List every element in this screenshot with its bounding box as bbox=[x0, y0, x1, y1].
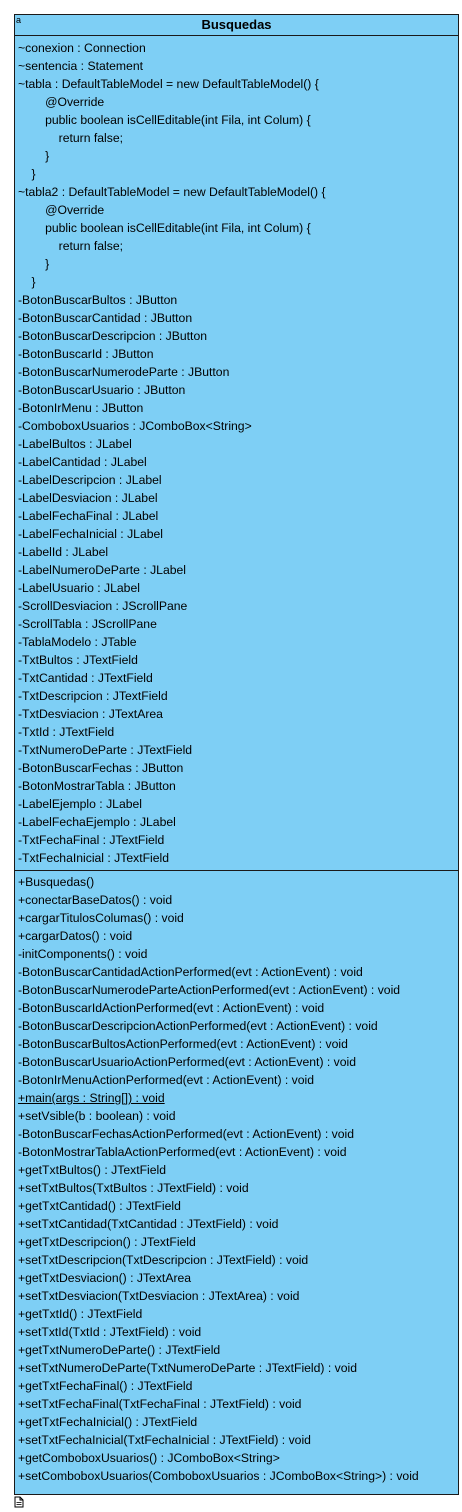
uml-class-box[interactable]: a Busquedas ~conexion : Connection ~sente… bbox=[14, 14, 459, 1495]
attribute-row: -BotonBuscarDescripcion : JButton bbox=[18, 329, 207, 343]
operation-row: +setTxtDescripcion(TxtDescripcion : JTex… bbox=[18, 1253, 309, 1267]
operation-row: +getTxtNumeroDeParte() : JTextField bbox=[18, 1343, 221, 1357]
attribute-row: ~tabla2 : DefaultTableModel = new Defaul… bbox=[18, 185, 326, 199]
attribute-row: -LabelId : JLabel bbox=[18, 545, 109, 559]
attribute-row: } bbox=[18, 149, 50, 163]
attributes-compartment: ~conexion : Connection ~sentencia : State… bbox=[15, 36, 458, 871]
operation-row: +getTxtFechaInicial() : JTextField bbox=[18, 1415, 198, 1429]
attribute-row: -TxtFechaFinal : JTextField bbox=[18, 833, 165, 847]
attribute-row: -TxtBultos : JTextField bbox=[18, 653, 138, 667]
attribute-row: ~conexion : Connection bbox=[18, 41, 146, 55]
attribute-row: -BotonBuscarBultos : JButton bbox=[18, 293, 178, 307]
attribute-row: -BotonBuscarUsuario : JButton bbox=[18, 383, 186, 397]
operation-row: -BotonMostrarTablaActionPerformed(evt : … bbox=[18, 1145, 347, 1159]
attribute-row: -LabelCantidad : JLabel bbox=[18, 455, 147, 469]
attribute-row: } bbox=[18, 275, 36, 289]
attribute-row: -BotonMostrarTabla : JButton bbox=[18, 779, 176, 793]
attribute-row: -ComboboxUsuarios : JComboBox<String> bbox=[18, 419, 252, 433]
operation-row: +getTxtCantidad() : JTextField bbox=[18, 1199, 181, 1213]
attribute-row: -ScrollDesviacion : JScrollPane bbox=[18, 599, 188, 613]
operation-row: -BotonBuscarCantidadActionPerformed(evt … bbox=[18, 965, 363, 979]
operation-row: +getTxtDesviacion() : JTextArea bbox=[18, 1271, 192, 1285]
class-corner-icon: a bbox=[16, 15, 22, 25]
attribute-row: -TxtCantidad : JTextField bbox=[18, 671, 153, 685]
attribute-row: -BotonBuscarNumerodeParte : JButton bbox=[18, 365, 230, 379]
operation-row: +setTxtFechaFinal(TxtFechaFinal : JTextF… bbox=[18, 1397, 302, 1411]
attribute-row: -TxtDescripcion : JTextField bbox=[18, 689, 168, 703]
operation-row: +Busquedas() bbox=[18, 875, 95, 889]
operation-row: -BotonBuscarBultosActionPerformed(evt : … bbox=[18, 1037, 348, 1051]
class-name: Busquedas bbox=[15, 15, 458, 36]
operation-row: -BotonBuscarIdActionPerformed(evt : Acti… bbox=[18, 1001, 325, 1015]
operation-row: +getTxtDescripcion() : JTextField bbox=[18, 1235, 196, 1249]
attribute-row: @Override bbox=[18, 203, 105, 217]
operation-row: +getTxtFechaFinal() : JTextField bbox=[18, 1379, 193, 1393]
operation-row: +setTxtBultos(TxtBultos : JTextField) : … bbox=[18, 1181, 249, 1195]
operations-compartment: +Busquedas() +conectarBaseDatos() : void +… bbox=[15, 871, 458, 1485]
operation-row: +setComboboxUsuarios(ComboboxUsuarios : … bbox=[18, 1469, 419, 1483]
operation-row: -BotonBuscarFechasActionPerformed(evt : … bbox=[18, 1127, 354, 1141]
attribute-row: return false; bbox=[18, 131, 123, 145]
operation-row: +cargarTitulosColumas() : void bbox=[18, 911, 184, 925]
attribute-row: -LabelNumeroDeParte : JLabel bbox=[18, 563, 187, 577]
attribute-row: } bbox=[18, 257, 50, 271]
operation-row: +setTxtCantidad(TxtCantidad : JTextField… bbox=[18, 1217, 279, 1231]
operation-row: -BotonBuscarNumerodeParteActionPerformed… bbox=[18, 983, 401, 997]
operation-row: +main(args : String[]) : void bbox=[18, 1091, 165, 1105]
attribute-row: -TxtDesviacion : JTextArea bbox=[18, 707, 163, 721]
attribute-row: -BotonBuscarId : JButton bbox=[18, 347, 154, 361]
attribute-row: -LabelUsuario : JLabel bbox=[18, 581, 140, 595]
attribute-row: -LabelDescripcion : JLabel bbox=[18, 473, 162, 487]
operation-row: +setTxtId(TxtId : JTextField) : void bbox=[18, 1325, 202, 1339]
attribute-row: public boolean isCellEditable(int Fila, … bbox=[18, 113, 311, 127]
operation-row: +setTxtNumeroDeParte(TxtNumeroDeParte : … bbox=[18, 1361, 357, 1375]
attribute-row: -LabelFechaEjemplo : JLabel bbox=[18, 815, 176, 829]
document-icon bbox=[14, 1496, 24, 1508]
attribute-row: -ScrollTabla : JScrollPane bbox=[18, 617, 157, 631]
attribute-row: -LabelDesviacion : JLabel bbox=[18, 491, 158, 505]
operation-row: +conectarBaseDatos() : void bbox=[18, 893, 173, 907]
attribute-row: ~tabla : DefaultTableModel = new Default… bbox=[18, 77, 319, 91]
attribute-row: -TxtId : JTextField bbox=[18, 725, 115, 739]
attribute-row: ~sentencia : Statement bbox=[18, 59, 143, 73]
operation-row: -initComponents() : void bbox=[18, 947, 148, 961]
operation-row: +getComboboxUsuarios() : JComboBox<Strin… bbox=[18, 1451, 280, 1465]
attribute-row: -LabelFechaInicial : JLabel bbox=[18, 527, 163, 541]
attribute-row: -LabelFechaFinal : JLabel bbox=[18, 509, 159, 523]
operation-row: +setTxtFechaInicial(TxtFechaInicial : JT… bbox=[18, 1433, 311, 1447]
operation-row: +setVsible(b : boolean) : void bbox=[18, 1109, 176, 1123]
operation-row: +cargarDatos() : void bbox=[18, 929, 133, 943]
attribute-row: -BotonBuscarFechas : JButton bbox=[18, 761, 184, 775]
attribute-row: -LabelBultos : JLabel bbox=[18, 437, 132, 451]
attribute-row: -TxtFechaInicial : JTextField bbox=[18, 851, 170, 865]
operation-row: +getTxtId() : JTextField bbox=[18, 1307, 143, 1321]
operation-row: +setTxtDesviacion(TxtDesviacion : JTextA… bbox=[18, 1289, 300, 1303]
operation-row: +getTxtBultos() : JTextField bbox=[18, 1163, 166, 1177]
attribute-row: -BotonIrMenu : JButton bbox=[18, 401, 144, 415]
operation-row: -BotonIrMenuActionPerformed(evt : Action… bbox=[18, 1073, 315, 1087]
attribute-row: -BotonBuscarCantidad : JButton bbox=[18, 311, 193, 325]
attribute-row: -TxtNumeroDeParte : JTextField bbox=[18, 743, 193, 757]
attribute-row: } bbox=[18, 167, 36, 181]
attribute-row: -TablaModelo : JTable bbox=[18, 635, 137, 649]
attribute-row: public boolean isCellEditable(int Fila, … bbox=[18, 221, 311, 235]
attribute-row: -LabelEjemplo : JLabel bbox=[18, 797, 142, 811]
operation-row: -BotonBuscarUsuarioActionPerformed(evt :… bbox=[18, 1055, 357, 1069]
attribute-row: return false; bbox=[18, 239, 123, 253]
operation-row: -BotonBuscarDescripcionActionPerformed(e… bbox=[18, 1019, 378, 1033]
attribute-row: @Override bbox=[18, 95, 105, 109]
